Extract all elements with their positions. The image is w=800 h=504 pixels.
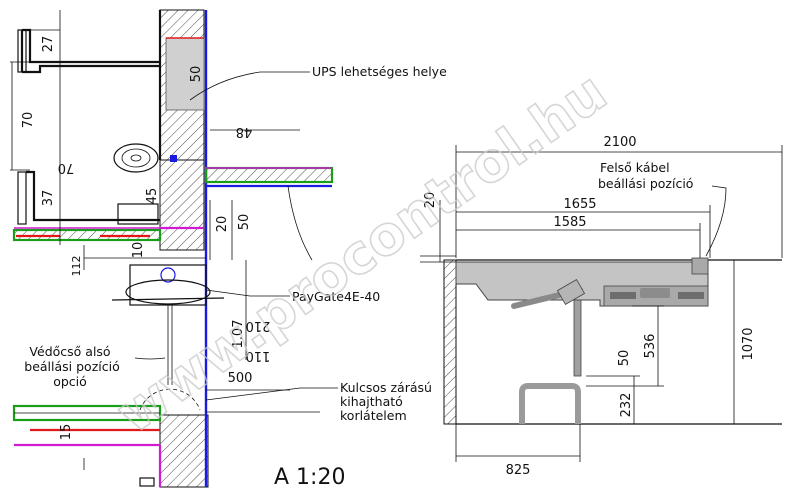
dim-20: 20 — [215, 216, 230, 233]
wall-hatch-lower — [159, 159, 205, 251]
dim-15: 15 — [59, 424, 74, 441]
label-vedocso-2: beállási pozíció — [24, 359, 119, 374]
dim-210: 210 — [246, 318, 271, 333]
side-view: 2100 1655 1585 20 1070 536 50 232 825 Fe… — [420, 135, 783, 478]
wall-hatch-bottom — [159, 414, 209, 488]
dim-37: 37 — [41, 190, 56, 207]
plan-view: 27 50 70 48 70 45 37 20 50 10 112 210 1.… — [10, 9, 447, 490]
side-wall-hatch — [443, 259, 457, 425]
label-vedocso-3: opció — [53, 374, 87, 389]
dim-70-left: 70 — [21, 112, 36, 129]
dim-825: 825 — [506, 463, 531, 478]
green-pipe-left-top — [12, 228, 162, 242]
label-vedocso-1: Védőcső alsó — [29, 344, 110, 359]
label-felso-1: Felső kábel — [600, 160, 670, 175]
green-pipe-right — [204, 166, 334, 184]
label-paygate: PayGate4E-40 — [292, 289, 380, 304]
dim-50-mid: 50 — [237, 214, 252, 231]
dim-50-top: 50 — [189, 66, 204, 83]
dim-1655: 1655 — [563, 197, 596, 212]
dim-10: 10 — [131, 242, 146, 259]
ups-area — [165, 37, 205, 111]
label-kulcsos-3: korlátelem — [340, 408, 407, 423]
dim-20-side: 20 — [423, 192, 438, 209]
dim-107: 1.07 — [231, 320, 246, 349]
dim-500: 500 — [228, 371, 253, 386]
dim-27: 27 — [41, 36, 56, 53]
label-kulcsos-2: kihajtható — [340, 394, 403, 409]
dim-110: 110 — [246, 348, 271, 363]
dim-536: 536 — [643, 334, 658, 359]
dim-2100: 2100 — [603, 135, 636, 150]
dim-48: 48 — [236, 124, 253, 139]
dim-232: 232 — [619, 393, 634, 418]
label-ups: UPS lehetséges helye — [312, 64, 447, 79]
dim-112: 112 — [70, 256, 83, 277]
scale-label: A 1:20 — [274, 465, 345, 490]
dim-1585: 1585 — [553, 215, 586, 230]
label-felso-2: beállási pozíció — [598, 176, 693, 191]
dim-45: 45 — [145, 188, 160, 205]
dim-1070: 1070 — [741, 327, 756, 360]
label-kulcsos-1: Kulcsos zárású — [340, 380, 432, 395]
dim-50-side: 50 — [617, 350, 632, 367]
dim-70-inv: 70 — [58, 160, 75, 175]
